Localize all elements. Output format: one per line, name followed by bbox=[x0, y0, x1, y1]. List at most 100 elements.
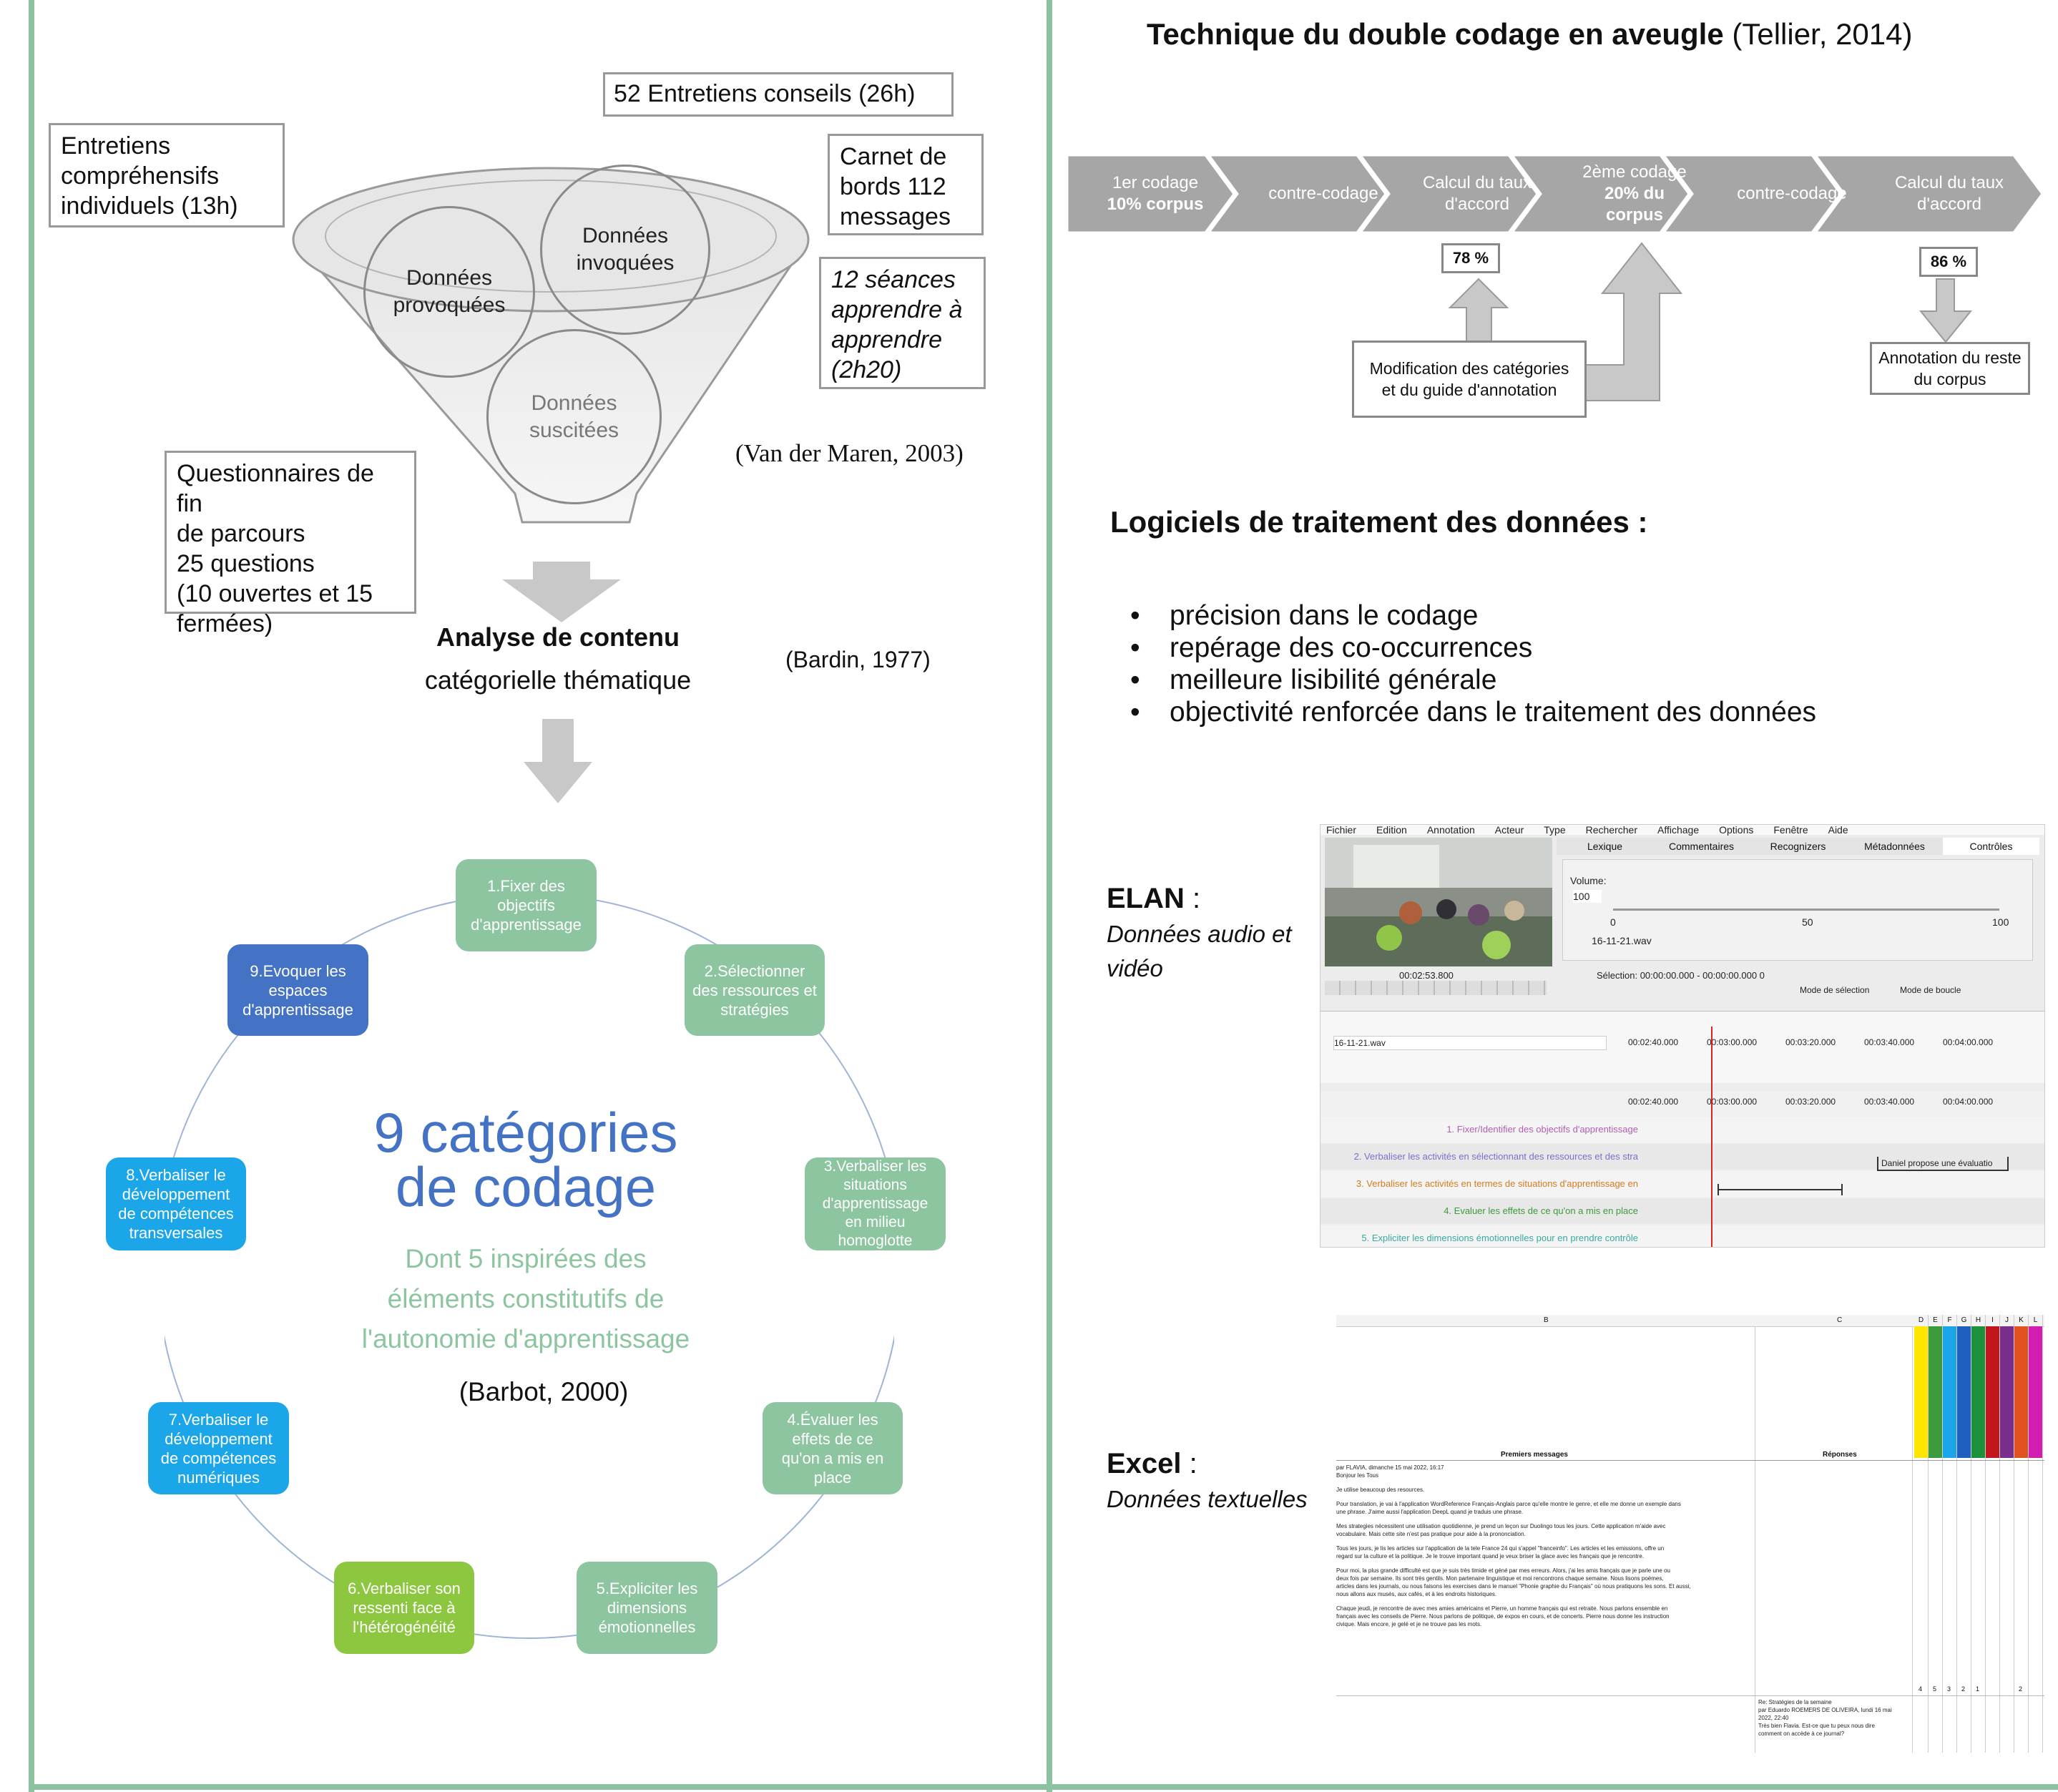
analyse-subtitle: catégorielle thématique bbox=[424, 665, 692, 695]
excel-category-column: G bbox=[1957, 1315, 1971, 1753]
excel-column-letter: I bbox=[1986, 1315, 1999, 1326]
excel-message-line: nous allons aux musés, aux cafés, et à l… bbox=[1336, 1591, 1497, 1597]
left-frame-line bbox=[29, 0, 34, 1792]
benefits-list: précision dans le codage repérage des co… bbox=[1130, 599, 1816, 728]
excel-column-letter: H bbox=[1971, 1315, 1985, 1326]
process-title: Technique du double codage en aveugle (T… bbox=[1147, 17, 1913, 51]
elan-tier-row[interactable]: 2. Verbaliser les activités en sélection… bbox=[1320, 1144, 2044, 1170]
process-chevrons bbox=[1066, 154, 2044, 234]
excel-count-cell: 2 bbox=[1961, 1685, 1966, 1693]
excel-message-line: regard sur la culture et la politique. J… bbox=[1336, 1553, 1645, 1560]
elan-tabs[interactable]: Lexique Commentaires Recognizers Métadon… bbox=[1557, 838, 2039, 855]
excel-message-line: Je utilise beaucoup des resources. bbox=[1336, 1487, 1425, 1493]
citation-barbot: (Barbot, 2000) bbox=[459, 1377, 629, 1406]
excel-category-header bbox=[2029, 1326, 2042, 1458]
annotation-segment[interactable] bbox=[1718, 1184, 1843, 1195]
excel-message-line: civique. Mais encore, je gelé et je ne t… bbox=[1336, 1621, 1482, 1627]
elan-label: ELAN : Données audio et vidéo bbox=[1107, 883, 1292, 981]
process-step-5: contre-codage bbox=[1737, 184, 1847, 203]
down-arrow-2 bbox=[524, 719, 592, 803]
excel-count-cell: 3 bbox=[1947, 1685, 1951, 1693]
bottom-frame-line bbox=[29, 1784, 2058, 1790]
annotation-segment[interactable]: Daniel propose une évaluatio bbox=[1877, 1157, 2009, 1171]
elan-tier-row[interactable]: 4. Evaluer les effets de ce qu'on a mis … bbox=[1320, 1198, 2044, 1224]
excel-reply-line: 2022, 22:40 bbox=[1758, 1715, 1789, 1721]
citation-van-der-maren: (Van der Maren, 2003) bbox=[735, 439, 964, 467]
elan-transport-controls[interactable] bbox=[1325, 981, 1547, 995]
excel-row-rule bbox=[1336, 1695, 2044, 1696]
excel-message-line: par FLAVIA, dimanche 15 mai 2022, 16:17 bbox=[1336, 1464, 1444, 1471]
benefit-item: repérage des co-occurrences bbox=[1130, 632, 1816, 664]
logiciels-title: Logiciels de traitement des données : bbox=[1110, 505, 1648, 539]
mode-selection[interactable]: Mode de sélection bbox=[1800, 985, 1870, 995]
elan-tab[interactable]: Commentaires bbox=[1668, 841, 1735, 852]
excel-column-letter: D bbox=[1914, 1315, 1928, 1326]
elan-controls-panel: Volume: 100 0 50 100 16-11-21.wav bbox=[1562, 859, 2033, 961]
excel-message-line: vocabulaire. Mais cette site n'est pas p… bbox=[1336, 1531, 1526, 1537]
box-questionnaires: Questionnaires de fin de parcours 25 que… bbox=[165, 451, 416, 637]
excel-category-header bbox=[1971, 1326, 1985, 1458]
volume-slider[interactable] bbox=[1613, 909, 1999, 911]
excel-count-cell: 2 bbox=[2019, 1685, 2023, 1693]
excel-category-column: D bbox=[1914, 1315, 1929, 1753]
excel-category-header bbox=[2014, 1326, 2028, 1458]
process-step-2: contre-codage bbox=[1268, 184, 1378, 203]
elan-tier-row[interactable]: 1. Fixer/Identifier des objectifs d'appr… bbox=[1320, 1117, 2044, 1142]
excel-count-cell: 4 bbox=[1919, 1685, 1923, 1693]
elan-playhead bbox=[1711, 1027, 1712, 1247]
feedback-arrows bbox=[1448, 242, 1973, 401]
excel-category-header bbox=[1957, 1326, 1971, 1458]
excel-column-letter: J bbox=[2000, 1315, 2014, 1326]
excel-message-line: Pour moi, la plus grande difficulté est … bbox=[1336, 1567, 1670, 1574]
elan-tab[interactable]: Contrôles bbox=[1943, 838, 2039, 855]
excel-message-line: Bonjour les Tous bbox=[1336, 1472, 1378, 1479]
elan-tab[interactable]: Lexique bbox=[1587, 841, 1623, 852]
down-arrow-1 bbox=[502, 562, 621, 622]
excel-category-column: K bbox=[2014, 1315, 2029, 1753]
excel-label: Excel : Données textuelles bbox=[1107, 1448, 1308, 1512]
elan-tier-label: 2. Verbaliser les activités en sélection… bbox=[1353, 1151, 1638, 1162]
mode-boucle[interactable]: Mode de boucle bbox=[1900, 985, 1961, 995]
excel-message-line: Tous les jours, je lis les articles sur … bbox=[1336, 1545, 1665, 1552]
excel-message-line: deux fois par semaine. Ils sont très gen… bbox=[1336, 1575, 1664, 1582]
excel-category-header bbox=[1943, 1326, 1956, 1458]
box-seances: 12 séances apprendre à apprendre (2h20) bbox=[819, 257, 986, 389]
analyse-title: Analyse de contenu bbox=[436, 622, 680, 652]
box-entretiens-conseils: 52 Entretiens conseils (26h) bbox=[603, 72, 954, 117]
elan-tier-row[interactable]: 5. Expliciter les dimensions émotionnell… bbox=[1320, 1225, 2044, 1247]
benefit-item: meilleure lisibilité générale bbox=[1130, 664, 1816, 696]
excel-column-letter: K bbox=[2014, 1315, 2028, 1326]
excel-count-cell: 5 bbox=[1933, 1685, 1937, 1693]
excel-reply-line: Très bien Flavia. Est-ce que tu peux nou… bbox=[1758, 1723, 1875, 1729]
elan-video-frame bbox=[1325, 838, 1552, 966]
agreement-78: 78 % bbox=[1441, 243, 1500, 273]
elan-tab[interactable]: Recognizers bbox=[1770, 841, 1826, 852]
excel-category-header bbox=[1914, 1326, 1928, 1458]
elan-tier-row[interactable]: 3. Verbaliser les activités en termes de… bbox=[1320, 1171, 2044, 1197]
excel-category-header bbox=[1929, 1326, 1942, 1458]
excel-reply-line: Re: Stratégies de la semaine bbox=[1758, 1699, 1832, 1705]
middle-frame-line bbox=[1047, 0, 1052, 1792]
elan-tab[interactable]: Métadonnées bbox=[1864, 841, 1925, 852]
elan-tier-label: 1. Fixer/Identifier des objectifs d'appr… bbox=[1446, 1124, 1638, 1135]
elan-tier-label: 5. Expliciter les dimensions émotionnell… bbox=[1361, 1233, 1638, 1243]
excel-category-header bbox=[2000, 1326, 2014, 1458]
excel-category-column: E bbox=[1929, 1315, 1943, 1753]
excel-reply-line: comment on accède à ce journal? bbox=[1758, 1730, 1845, 1737]
excel-column-letter: E bbox=[1929, 1315, 1942, 1326]
